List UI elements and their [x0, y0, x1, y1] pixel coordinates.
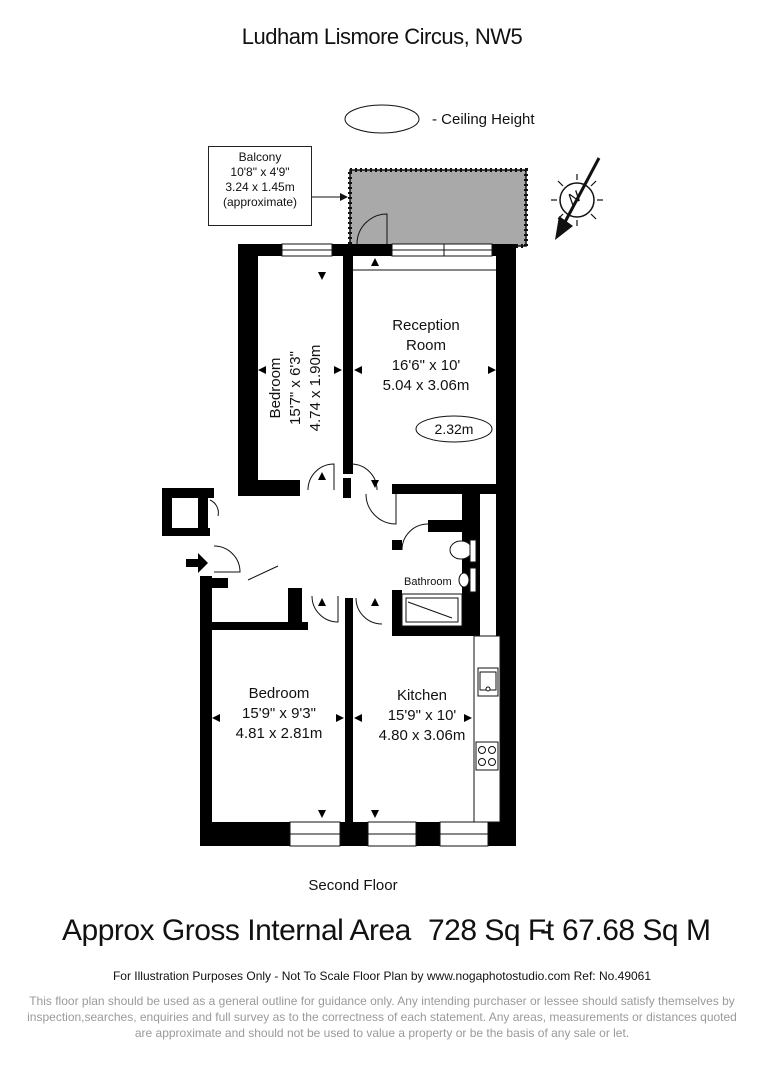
balcony-note: (approximate): [222, 195, 298, 209]
bathroom-label: Bathroom: [404, 576, 452, 588]
callout-arrow-head: [340, 193, 348, 201]
gross-area-separator: -: [540, 914, 550, 947]
bedroom-2-label: Bedroom 15'9" x 9'3" 4.81 x 2.81m: [214, 684, 344, 744]
reception-room-label: Reception Room 16'6" x 10' 5.04 x 3.06m: [372, 316, 480, 396]
window-mullions: [282, 244, 492, 835]
disclaimer: This floor plan should be used as a gene…: [27, 994, 737, 1040]
bedroom-2-imperial: 15'9" x 9'3": [242, 705, 316, 722]
kitchen-imperial: 15'9" x 10': [387, 707, 457, 724]
balcony-imperial: 10'8" x 4'9": [230, 165, 290, 179]
reception-ceiling-height-ellipse: [415, 415, 493, 443]
gross-area-sqft: 728 Sq Ft: [428, 914, 554, 947]
kitchen-name: Kitchen: [396, 687, 448, 704]
entrance-arrow: [186, 553, 208, 573]
compass-icon: [551, 157, 603, 240]
bedroom-1-name: Bedroom: [267, 357, 284, 419]
reception-name-line1: Reception: [392, 317, 460, 334]
balcony: [348, 168, 528, 248]
bedroom-2-metric: 4.81 x 2.81m: [235, 725, 323, 742]
balcony-name: Balcony: [238, 150, 282, 164]
kitchen-metric: 4.80 x 3.06m: [378, 727, 466, 744]
illustration-note: For Illustration Purposes Only - Not To …: [112, 969, 652, 983]
floor-label: Second Floor: [308, 877, 398, 894]
bathroom-fixtures: [401, 539, 477, 627]
balcony-metric: 3.24 x 1.45m: [225, 180, 295, 194]
dimension-arrows: [212, 258, 496, 818]
door-swings: [209, 213, 429, 625]
ceiling-height-legend-ellipse: [344, 104, 420, 134]
kitchen-label: Kitchen 15'9" x 10' 4.80 x 3.06m: [358, 686, 486, 746]
balcony-callout: Balcony 10'8" x 4'9" 3.24 x 1.45m (appro…: [208, 146, 312, 226]
bedroom-1-label: Bedroom 15'7" x 6'3" 4.74 x 1.90m: [266, 318, 326, 458]
bedroom-2-name: Bedroom: [248, 685, 310, 702]
ceiling-height-legend-label: - Ceiling Height: [432, 111, 535, 128]
gross-area-sqm: 67.68 Sq M: [562, 914, 711, 947]
reception-imperial: 16'6" x 10': [391, 357, 461, 374]
kitchen-units: [473, 635, 501, 823]
bedroom-1-metric: 4.74 x 1.90m: [307, 344, 324, 432]
gross-area-label: Approx Gross Internal Area: [62, 914, 411, 947]
reception-ceiling-height: 2.32m: [434, 421, 474, 437]
reception-metric: 5.04 x 3.06m: [382, 377, 470, 394]
plan-title: Ludham Lismore Circus, NW5: [241, 24, 523, 49]
bedroom-1-imperial: 15'7" x 6'3": [287, 351, 304, 425]
reception-name-line2: Room: [405, 337, 446, 354]
